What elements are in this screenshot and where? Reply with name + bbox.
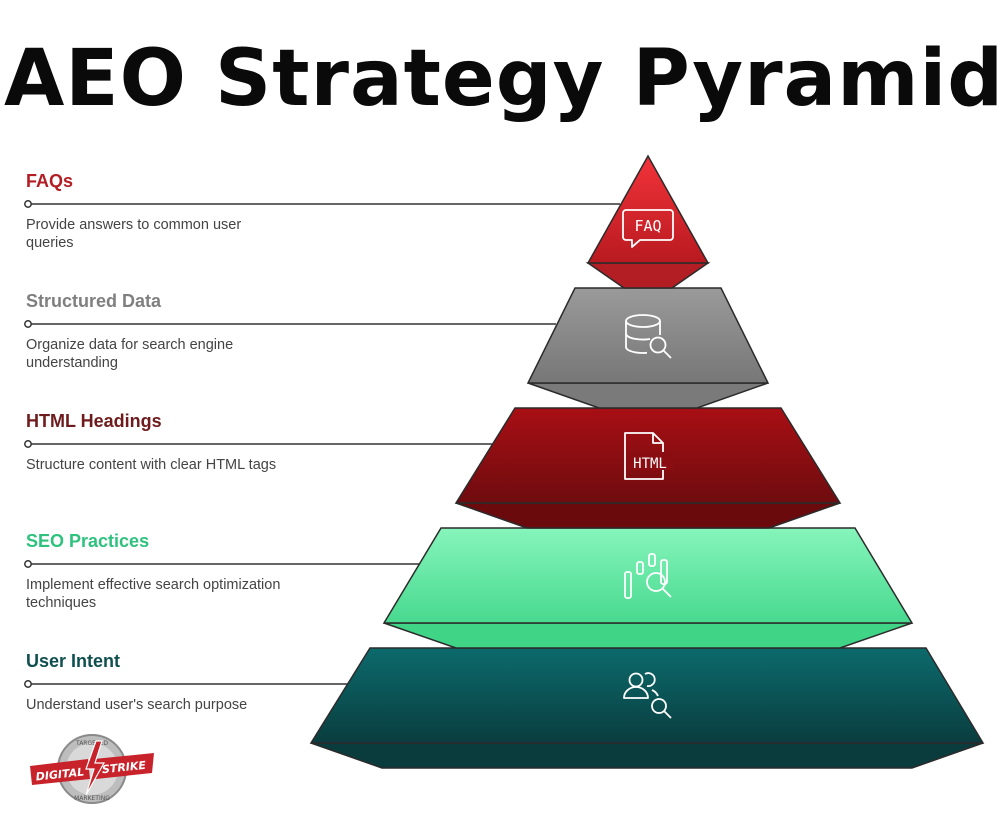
- html-icon-label: HTML: [633, 456, 667, 472]
- level-label-structured-data: Structured Data Organize data for search…: [26, 291, 286, 372]
- connector-html-headings: [24, 440, 492, 448]
- level-description: Organize data for search engine understa…: [26, 337, 234, 371]
- pyramid-level-seo-practices: [382, 527, 914, 649]
- level-description: Provide answers to common user queries: [26, 217, 242, 251]
- level-title: User Intent: [26, 651, 121, 671]
- database-search-icon: [625, 314, 672, 359]
- level-title: FAQs: [26, 171, 74, 191]
- pyramid-level-structured-data: [526, 287, 770, 409]
- connector-seo-practices: [24, 560, 420, 568]
- logo-top-text: TARGETED: [75, 740, 108, 747]
- users-search-icon: [623, 672, 672, 719]
- page-title: AEO Strategy Pyramid: [3, 34, 1005, 124]
- level-description: Understand user's search purpose: [26, 697, 248, 713]
- connector-user-intent: [24, 680, 350, 688]
- level-title: Structured Data: [26, 291, 162, 311]
- level-description: Structure content with clear HTML tags: [26, 457, 277, 473]
- chart-search-icon: [624, 553, 672, 599]
- pyramid-level-user-intent: [309, 647, 985, 769]
- level-title: HTML Headings: [26, 411, 162, 431]
- faq-icon-label: FAQ: [634, 217, 661, 235]
- connector-faqs: [24, 200, 620, 208]
- logo-right-text: STRIKE: [101, 759, 147, 777]
- level-title: SEO Practices: [26, 531, 150, 551]
- digital-strike-logo: TARGETED MARKETING DIGITAL STRIKE: [30, 734, 154, 804]
- logo-left-text: DIGITAL: [35, 766, 85, 784]
- level-label-faqs: FAQs Provide answers to common user quer…: [26, 171, 286, 252]
- logo-bottom-text: MARKETING: [74, 795, 110, 802]
- level-label-user-intent: User Intent Understand user's search pur…: [26, 651, 286, 714]
- connector-structured-data: [24, 320, 556, 328]
- level-label-html-headings: HTML Headings Structure content with cle…: [26, 411, 286, 474]
- faq-bubble-icon: FAQ: [622, 209, 674, 248]
- html-file-icon: HTML: [624, 432, 673, 480]
- level-label-seo-practices: SEO Practices Implement effective search…: [26, 531, 286, 612]
- level-description: Implement effective search optimization …: [26, 577, 281, 611]
